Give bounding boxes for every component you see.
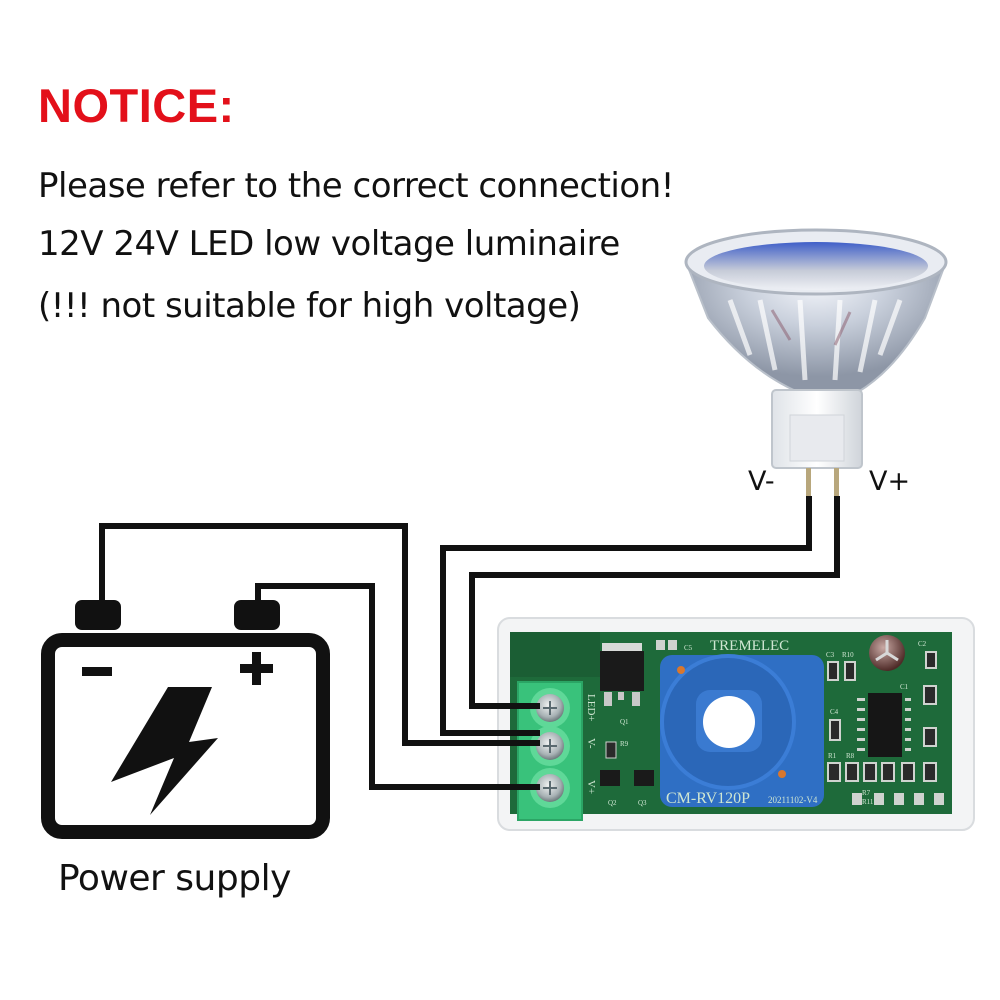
terminal-label-v-plus: V+ — [585, 780, 597, 794]
battery-plus-sign-v — [252, 652, 261, 685]
pcb-label-c1: C1 — [900, 683, 909, 691]
notice-line-connection: Please refer to the correct connection! — [38, 166, 674, 206]
pcb-label-c4: C4 — [830, 708, 839, 716]
wires — [99, 496, 840, 790]
lightning-bolt-icon — [111, 687, 218, 815]
battery-negative-terminal — [75, 600, 121, 630]
power-supply-label: Power supply — [58, 858, 291, 899]
pcb-label-q3: Q3 — [638, 799, 647, 807]
ic-chip — [868, 693, 902, 757]
terminal-label-v-minus: V- — [585, 738, 597, 749]
battery-positive-terminal — [234, 600, 280, 630]
battery — [41, 600, 330, 839]
pcb-label-c2: C2 — [918, 640, 927, 648]
pcb-label-r9: R9 — [620, 740, 629, 748]
notice-title: NOTICE: — [38, 79, 235, 132]
pcb-label-r1: R1 — [828, 752, 837, 760]
pcb-label-r8: R8 — [846, 752, 855, 760]
pcb-label-c3: C3 — [826, 651, 835, 659]
pcb-label-r10: R10 — [842, 651, 854, 659]
wire-battery-negative — [99, 523, 540, 746]
pcb-brand: TREMELEC — [710, 638, 789, 654]
mosfet-q1 — [600, 651, 644, 691]
terminal-label-led-plus: LED+ — [585, 694, 597, 722]
pcb-label-q1: Q1 — [620, 718, 629, 726]
notice-line-voltage: 12V 24V LED low voltage luminaire — [38, 224, 620, 264]
dimmer-module: TREMELEC CM-RV120P 20211102-V4 LED+ V- V… — [497, 617, 975, 831]
battery-minus-sign — [82, 667, 112, 676]
wire-lamp-negative — [440, 496, 812, 736]
pcb-label-r7: R7 — [862, 789, 871, 797]
lamp-pin-label-positive: V+ — [869, 466, 911, 497]
pcb-version: 20211102-V4 — [768, 795, 818, 805]
knob-center-hole — [703, 696, 755, 748]
wire-battery-positive — [255, 583, 540, 790]
pcb-label-q2: Q2 — [608, 799, 617, 807]
wire-lamp-positive — [469, 496, 840, 709]
lamp-pin-positive — [834, 468, 839, 498]
pcb-label-r11: R11 — [862, 798, 874, 806]
lamp-inner-reflector — [704, 242, 928, 290]
pcb-model: CM-RV120P — [666, 790, 750, 807]
lamp-pin-negative — [806, 468, 811, 498]
pcb-label-c5: C5 — [684, 644, 693, 652]
battery-body — [41, 633, 330, 839]
notice-line-warning: (!!! not suitable for high voltage) — [38, 286, 581, 326]
lamp — [684, 228, 948, 498]
lamp-pin-label-negative: V- — [748, 466, 775, 497]
